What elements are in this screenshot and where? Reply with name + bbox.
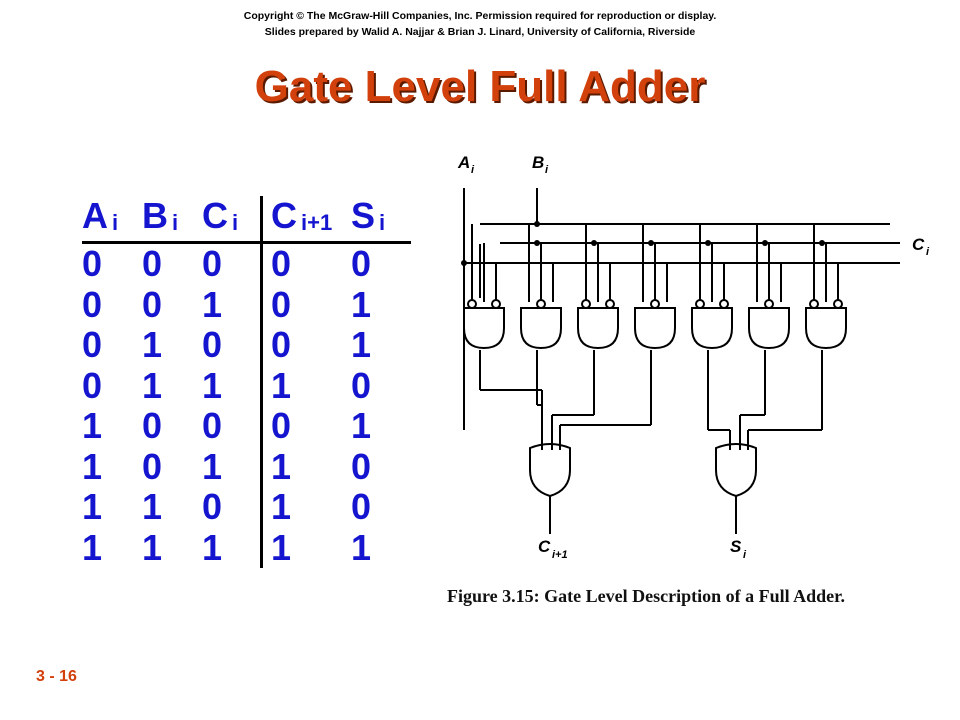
and-gate — [634, 307, 676, 350]
truth-table-cell: 1 — [351, 526, 372, 568]
truth-table-cell: 1 — [271, 526, 292, 568]
and-gate — [748, 307, 790, 350]
and-gate — [577, 307, 619, 350]
truth-table-cell: 1 — [351, 405, 372, 447]
full-adder-circuit-diagram: A i B i C i C i+1 S i — [457, 153, 930, 561]
truth-table-cell: 0 — [271, 405, 292, 447]
inverter-bubble — [605, 299, 615, 309]
truth-table-cell: 1 — [351, 283, 372, 325]
truth-table-cell: 0 — [202, 487, 263, 528]
truth-table-cell: 0 — [82, 364, 103, 406]
truth-table-cell: 1 — [142, 486, 163, 528]
inverter-bubble — [491, 299, 501, 309]
truth-table-cell: 1 — [271, 445, 292, 487]
truth-table-cell: 1 — [142, 364, 163, 406]
truth-table-cell: 0 — [271, 243, 292, 285]
truth-table-cell: 0 — [142, 405, 163, 447]
input-b-sub: i — [545, 164, 549, 176]
sum-label: S — [730, 537, 742, 556]
figure-caption: Figure 3.15: Gate Level Description of a… — [447, 586, 845, 606]
truth-table-cell: 1 — [142, 526, 163, 568]
truth-table-cell: 0 — [82, 243, 103, 285]
copyright-notice: Copyright © The McGraw-Hill Companies, I… — [0, 8, 960, 40]
truth-table-cell: 1 — [271, 364, 292, 406]
truth-table-cell: 0 — [82, 283, 103, 325]
credits-line: Slides prepared by Walid A. Najjar & Bri… — [264, 26, 696, 38]
truth-table-cell: 1 — [202, 446, 263, 487]
and-gate — [520, 307, 562, 350]
inverter-bubble — [467, 299, 477, 309]
and-gate — [463, 307, 505, 350]
truth-table-cell: 0 — [142, 445, 163, 487]
truth-table-cell: 1 — [202, 365, 263, 406]
inverter-bubble — [695, 299, 705, 309]
input-c-sub: i — [926, 246, 930, 258]
truth-table-cell: 0 — [351, 243, 372, 285]
truth-table-cell: 0 — [142, 283, 163, 325]
input-a-sub: i — [471, 164, 475, 176]
inverter-bubble — [719, 299, 729, 309]
truth-table-cell: 1 — [82, 445, 103, 487]
truth-table-cell: 0 — [351, 486, 372, 528]
truth-table-cell: 0 — [202, 325, 263, 366]
truth-table-cell: 0 — [271, 324, 292, 366]
input-b-label: B — [532, 153, 544, 172]
inverter-bubble — [650, 299, 660, 309]
copyright-line: Copyright © The McGraw-Hill Companies, I… — [243, 10, 717, 22]
truth-table-cell: 1 — [202, 527, 263, 568]
truth-table-cell: 1 — [142, 324, 163, 366]
input-c-label: C — [912, 235, 925, 254]
truth-table-cell: 0 — [202, 242, 263, 285]
input-a-label: A — [457, 153, 470, 172]
and-gate — [691, 307, 733, 350]
inverter-bubble — [833, 299, 843, 309]
slide-title: Gate Level Full Adder — [254, 62, 706, 111]
carry-out-label: C — [538, 537, 551, 556]
carry-out-sub: i+1 — [552, 549, 568, 561]
inverter-bubble — [809, 299, 819, 309]
sum-sub: i — [743, 549, 747, 561]
truth-table-cell: 0 — [351, 445, 372, 487]
truth-table-cell: 1 — [202, 284, 263, 325]
inverter-bubble — [536, 299, 546, 309]
and-gate — [805, 307, 847, 350]
truth-table-cell: 1 — [271, 486, 292, 528]
inverter-bubble — [764, 299, 774, 309]
truth-table-cell: 1 — [82, 526, 103, 568]
slide-number: 3 - 16 — [36, 668, 77, 685]
truth-table-cell: 1 — [82, 405, 103, 447]
truth-table-cell: 1 — [82, 486, 103, 528]
truth-table-cell: 1 — [351, 324, 372, 366]
truth-table-cell: 0 — [142, 243, 163, 285]
truth-table-cell: 0 — [202, 406, 263, 447]
truth-table-cell: 0 — [271, 283, 292, 325]
truth-table-cell: 0 — [351, 364, 372, 406]
truth-table-cell: 0 — [82, 324, 103, 366]
inverter-bubble — [581, 299, 591, 309]
